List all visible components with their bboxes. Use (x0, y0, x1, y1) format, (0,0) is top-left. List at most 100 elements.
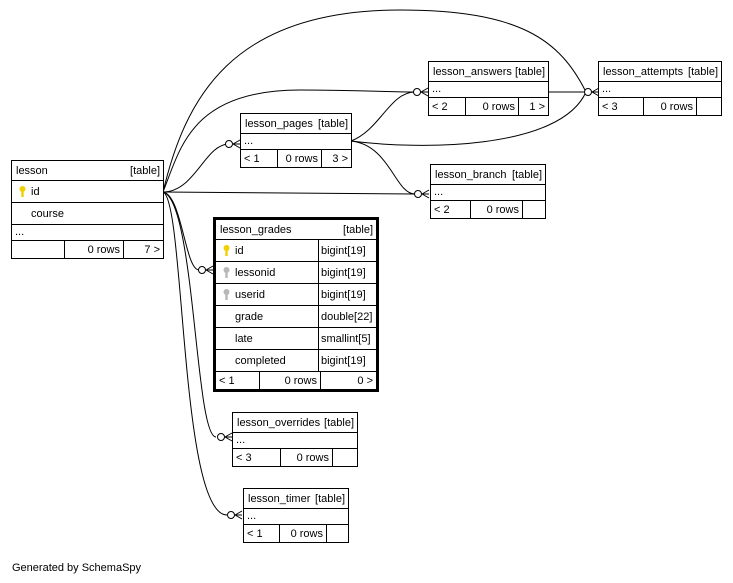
marker-timer (227, 511, 235, 519)
rel-lesson-to-lesson-branch (162, 191, 416, 195)
row-count: 0 rows (471, 201, 523, 218)
more-columns: ... (233, 433, 357, 449)
column-type: bigint[19] (321, 288, 366, 301)
parents-count: < 1 (244, 525, 280, 542)
marker-answers (413, 88, 421, 96)
table-lesson-answers[interactable]: lesson_answers [table] ... < 2 0 rows 1 … (428, 61, 549, 116)
column-name: grade (235, 310, 264, 323)
column-type: bigint[19] (321, 354, 366, 367)
row-count: 0 rows (466, 98, 519, 115)
marker-attempts (584, 88, 592, 96)
row-count: 0 rows (65, 241, 124, 258)
table-footer: < 1 0 rows 0 > (216, 372, 376, 389)
more-columns: ... (241, 134, 351, 150)
table-lesson-branch[interactable]: lesson_branch [table] ... < 2 0 rows (430, 164, 546, 219)
crowfoot-timer (234, 510, 243, 520)
rel-pages-to-answers (350, 91, 416, 142)
row-count: 0 rows (278, 150, 322, 167)
column-name: completed (235, 354, 286, 367)
table-name: lesson_grades (220, 223, 292, 236)
table-lesson-attempts[interactable]: lesson_attempts [table] ... < 3 0 rows (598, 61, 722, 116)
table-lesson[interactable]: lesson [table] id course ... 0 rows 7 > (11, 160, 164, 259)
crowfoot-answers (420, 87, 429, 97)
rel-pages-to-attempts (350, 91, 587, 146)
more-columns: ... (429, 82, 548, 98)
table-footer: < 3 0 rows (233, 449, 357, 466)
rel-lesson-to-lesson-pages (162, 143, 230, 193)
marker-pages (225, 140, 233, 148)
column-row: course (12, 203, 163, 225)
column-type: smallint[5] (321, 332, 371, 345)
table-type: [table] (130, 164, 160, 177)
row-count: 0 rows (281, 449, 333, 466)
table-header: lesson_grades [table] (216, 220, 376, 240)
table-header: lesson_attempts [table] (599, 62, 721, 82)
table-footer: < 1 0 rows (244, 525, 348, 542)
foreign-key-icon (219, 288, 233, 301)
children-count: 3 > (332, 152, 348, 165)
table-header: lesson [table] (12, 161, 163, 181)
crowfoot-attempts (591, 87, 600, 97)
children-count (333, 449, 357, 466)
rel-lesson-to-lesson-answers (162, 89, 416, 193)
column-row: completed bigint[19] (216, 350, 376, 372)
parents-count: < 2 (429, 98, 466, 115)
table-header: lesson_answers [table] (429, 62, 548, 82)
table-footer: 0 rows 7 > (12, 241, 163, 258)
column-type: double[22] (321, 310, 373, 323)
rel-pages-to-branch (350, 140, 416, 195)
more-columns: ... (431, 185, 545, 201)
column-name: id (235, 244, 244, 257)
rel-lesson-to-lesson-timer (162, 191, 228, 516)
table-lesson-pages[interactable]: lesson_pages [table] ... < 1 0 rows 3 > (240, 113, 352, 168)
column-type: bigint[19] (321, 244, 366, 257)
foreign-key-icon (219, 266, 233, 279)
table-lesson-grades[interactable]: lesson_grades [table] id bigint[19] less… (213, 217, 379, 392)
generator-credit: Generated by SchemaSpy (12, 562, 142, 574)
column-row: lessonid bigint[19] (216, 262, 376, 284)
column-row: late smallint[5] (216, 328, 376, 350)
row-count: 0 rows (280, 525, 327, 542)
children-count: 0 > (357, 374, 373, 387)
table-type: [table] (512, 168, 542, 181)
table-name: lesson_overrides (237, 416, 321, 429)
children-count (523, 201, 545, 218)
parents-count: < 3 (233, 449, 281, 466)
crowfoot-pages (232, 139, 241, 149)
column-name: lessonid (235, 266, 276, 279)
table-header: lesson_timer [table] (244, 489, 348, 509)
parents-count: < 2 (431, 201, 471, 218)
children-count: 1 > (529, 100, 545, 113)
crowfoot-branch (421, 189, 430, 199)
more-columns: ... (244, 509, 348, 525)
column-row: grade double[22] (216, 306, 376, 328)
table-lesson-overrides[interactable]: lesson_overrides [table] ... < 3 0 rows (232, 412, 358, 467)
table-type: [table] (688, 65, 718, 78)
more-columns: ... (12, 225, 163, 241)
table-type: [table] (324, 416, 354, 429)
table-footer: < 2 0 rows 1 > (429, 98, 548, 115)
marker-branch (414, 190, 422, 198)
primary-key-icon (15, 185, 29, 198)
column-row: userid bigint[19] (216, 284, 376, 306)
column-name: late (235, 332, 253, 345)
table-lesson-timer[interactable]: lesson_timer [table] ... < 1 0 rows (243, 488, 349, 543)
parents-count (12, 241, 65, 258)
marker-overrides (217, 433, 225, 441)
table-type: [table] (315, 492, 345, 505)
column-type: bigint[19] (321, 266, 366, 279)
primary-key-icon (219, 244, 233, 257)
column-row: id bigint[19] (216, 240, 376, 262)
children-count (327, 525, 348, 542)
table-name: lesson_pages (245, 117, 313, 130)
crowfoot-grades (205, 265, 214, 275)
column-name: userid (235, 288, 265, 301)
crowfoot-overrides (224, 432, 233, 442)
table-type: [table] (515, 65, 545, 78)
table-header: lesson_branch [table] (431, 165, 545, 185)
table-header: lesson_pages [table] (241, 114, 351, 134)
parents-count: < 3 (599, 98, 644, 115)
column-name: course (31, 207, 65, 220)
table-footer: < 1 0 rows 3 > (241, 150, 351, 167)
